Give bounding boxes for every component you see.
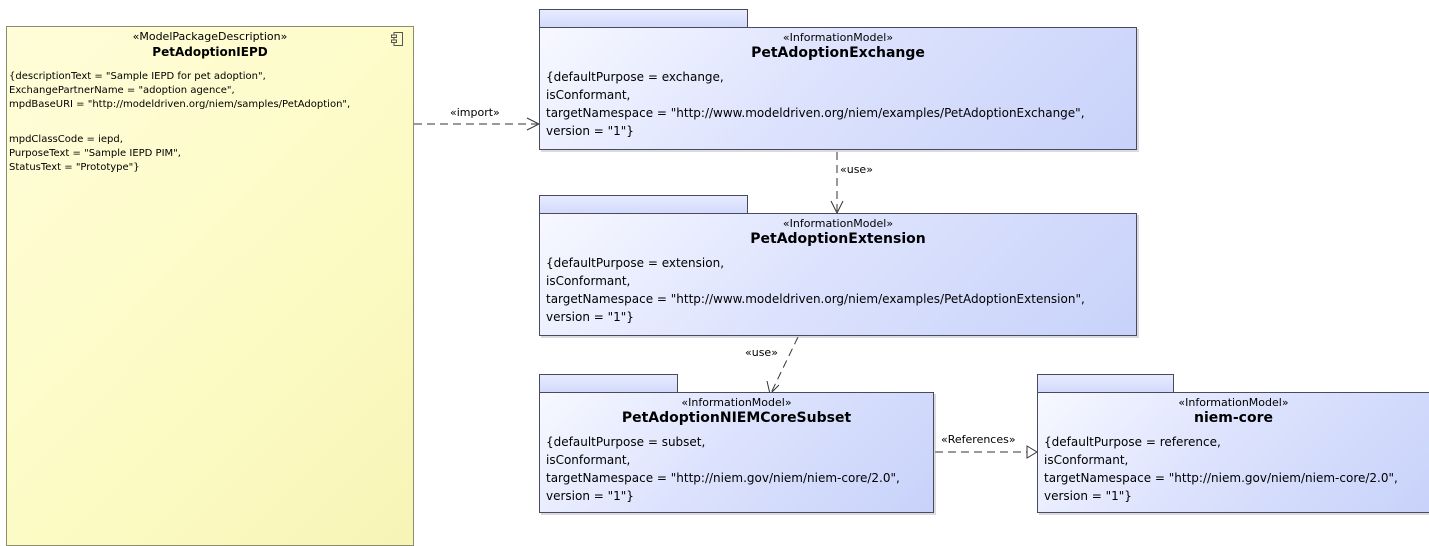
- package-extension[interactable]: «InformationModel» PetAdoptionExtension …: [539, 213, 1137, 336]
- mpd-tagged-value: mpdClassCode = iepd,: [9, 134, 123, 145]
- mpd-tagged-value: {descriptionText = "Sample IEPD for pet …: [9, 71, 266, 82]
- package-stereotype: «InformationModel»: [782, 217, 894, 230]
- use-label-exchange-extension: «use»: [840, 163, 873, 176]
- mpd-tagged-value: mpdBaseURI = "http://modeldriven.org/nie…: [9, 99, 351, 110]
- package-tagged-value: {defaultPurpose = extension,: [546, 256, 725, 270]
- import-dependency[interactable]: [414, 117, 541, 131]
- package-tagged-value: isConformant,: [1044, 453, 1129, 467]
- mpd-tagged-value: ExchangePartnerName = "adoption agence",: [9, 85, 235, 96]
- package-stereotype: «InformationModel»: [782, 31, 894, 44]
- mpd-tagged-value: PurposeText = "Sample IEPD PIM",: [9, 148, 181, 159]
- package-tagged-value: targetNamespace = "http://niem.gov/niem/…: [1044, 471, 1398, 485]
- package-tagged-value: version = "1"}: [546, 489, 634, 503]
- package-tab-subset: [539, 374, 678, 393]
- package-stereotype: «InformationModel»: [1178, 396, 1289, 409]
- package-tagged-value: isConformant,: [546, 453, 631, 467]
- mpd-name: PetAdoptionIEPD: [152, 45, 268, 59]
- package-name: niem-core: [1194, 410, 1273, 426]
- package-tab-exchange: [539, 9, 748, 28]
- package-tagged-value: targetNamespace = "http://niem.gov/niem/…: [546, 471, 900, 485]
- package-name: PetAdoptionExchange: [751, 45, 925, 61]
- package-tagged-value: {defaultPurpose = exchange,: [546, 70, 724, 84]
- package-tagged-value: version = "1"}: [546, 310, 634, 324]
- import-label: «import»: [450, 106, 500, 119]
- model-package-description[interactable]: «ModelPackageDescription» PetAdoptionIEP…: [6, 26, 414, 546]
- package-tagged-value: {defaultPurpose = reference,: [1044, 435, 1221, 449]
- package-tab-extension: [539, 195, 748, 214]
- references-label: «References»: [941, 433, 1016, 446]
- package-subset[interactable]: «InformationModel» PetAdoptionNIEMCoreSu…: [539, 392, 934, 513]
- package-exchange[interactable]: «InformationModel» PetAdoptionExchange {…: [539, 27, 1137, 150]
- package-tagged-value: isConformant,: [546, 88, 631, 102]
- package-tab-core: [1037, 374, 1174, 393]
- package-name: PetAdoptionNIEMCoreSubset: [621, 410, 852, 426]
- use-dependency-exchange-extension[interactable]: [830, 152, 844, 215]
- package-name: PetAdoptionExtension: [750, 231, 926, 247]
- references-dependency[interactable]: [935, 445, 1038, 459]
- package-tagged-value: isConformant,: [546, 274, 631, 288]
- package-tagged-value: version = "1"}: [1044, 489, 1132, 503]
- use-label-extension-subset: «use»: [745, 346, 778, 359]
- component-icon: [391, 32, 403, 46]
- mpd-tagged-value: StatusText = "Prototype"}: [9, 162, 140, 173]
- package-tagged-value: targetNamespace = "http://www.modeldrive…: [546, 292, 1085, 306]
- package-tagged-value: version = "1"}: [546, 124, 634, 138]
- mpd-stereotype: «ModelPackageDescription»: [132, 30, 288, 43]
- package-niem-core[interactable]: «InformationModel» niem-core {defaultPur…: [1037, 392, 1429, 513]
- package-tagged-value: {defaultPurpose = subset,: [546, 435, 706, 449]
- package-tagged-value: targetNamespace = "http://www.modeldrive…: [546, 106, 1085, 120]
- package-stereotype: «InformationModel»: [681, 396, 792, 409]
